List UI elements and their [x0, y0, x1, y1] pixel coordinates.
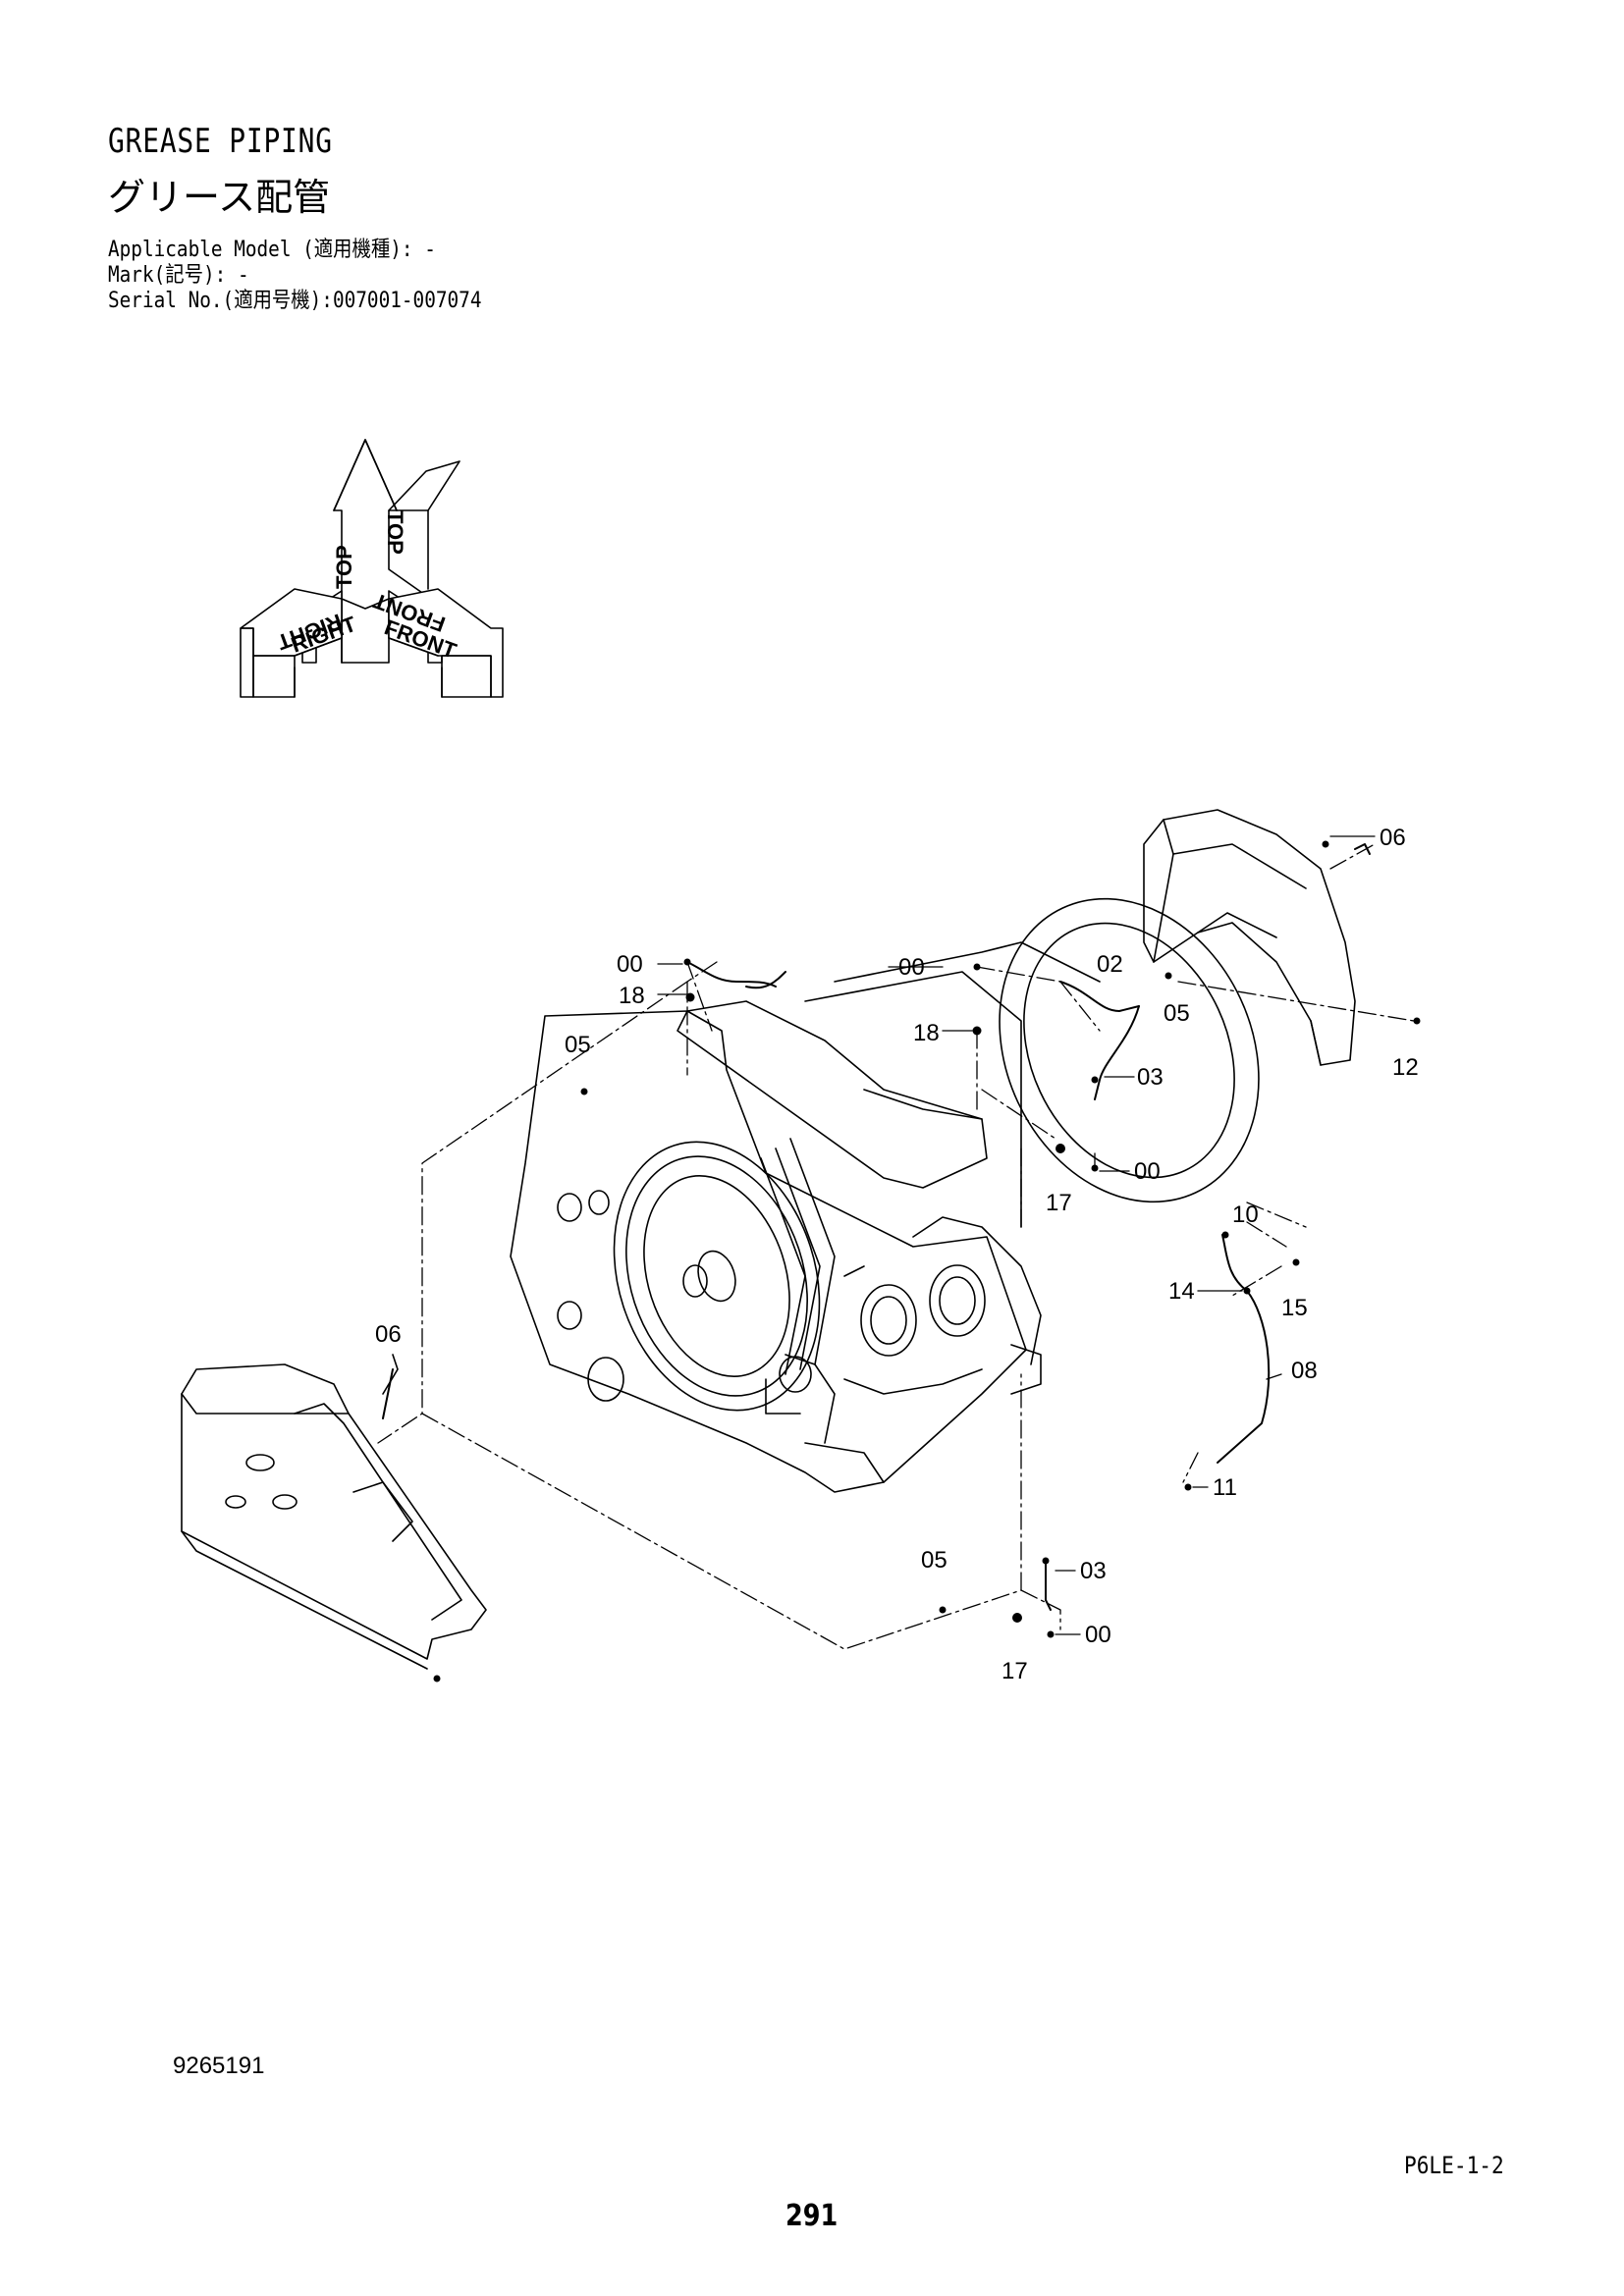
- applicable-model: Applicable Model (適用機種): -: [108, 238, 436, 262]
- callout-05-left: 05: [565, 1032, 591, 1058]
- callout-leaders: [657, 835, 1376, 1635]
- leader-lines: [377, 843, 1415, 1650]
- callout-18-left: 18: [619, 983, 645, 1009]
- callout-03-lower: 03: [1080, 1558, 1107, 1584]
- callout-17-lower: 17: [1001, 1658, 1028, 1684]
- callout-00-middle: 00: [1134, 1158, 1161, 1185]
- left-cover-drawing: [181, 1354, 487, 1670]
- callout-00-top-center: 00: [898, 954, 925, 981]
- callout-02: 02: [1097, 951, 1123, 978]
- grease-pipes: [382, 843, 1371, 1611]
- callout-12: 12: [1392, 1054, 1419, 1081]
- page-title-japanese: グリース配管: [108, 176, 331, 219]
- callout-11: 11: [1213, 1474, 1237, 1501]
- callout-00-top-left: 00: [617, 951, 643, 978]
- mark: Mark(記号): -: [108, 263, 249, 288]
- engine-block-drawing: [510, 897, 1260, 1493]
- callout-17-upper: 17: [1046, 1190, 1072, 1216]
- callout-06-left: 06: [375, 1321, 402, 1348]
- orientation-top-label-mirror: TOP: [383, 510, 407, 555]
- sheet-code: P6LE-1-2: [1404, 2152, 1504, 2179]
- orientation-top-label: TOP: [332, 545, 356, 589]
- callout-15: 15: [1281, 1295, 1308, 1321]
- callout-14: 14: [1168, 1278, 1195, 1305]
- callout-06-right: 06: [1380, 825, 1406, 851]
- right-cover-drawing: [1143, 809, 1356, 1066]
- callout-05-right: 05: [1164, 1000, 1190, 1027]
- callout-10: 10: [1232, 1201, 1259, 1228]
- callout-03-upper: 03: [1137, 1064, 1164, 1091]
- serial-number: Serial No.(適用号機):007001-007074: [108, 289, 482, 313]
- callout-05-bottom: 05: [921, 1547, 947, 1574]
- callout-18-center: 18: [913, 1020, 940, 1046]
- page-title: GREASE PIPING: [108, 122, 333, 161]
- page-number: 291: [785, 2199, 839, 2233]
- callout-08: 08: [1291, 1358, 1318, 1384]
- callout-00-bottom: 00: [1085, 1622, 1111, 1648]
- orientation-arrow-icon: [240, 439, 504, 698]
- drawing-number: 9265191: [173, 2053, 265, 2079]
- fittings: [433, 840, 1421, 1682]
